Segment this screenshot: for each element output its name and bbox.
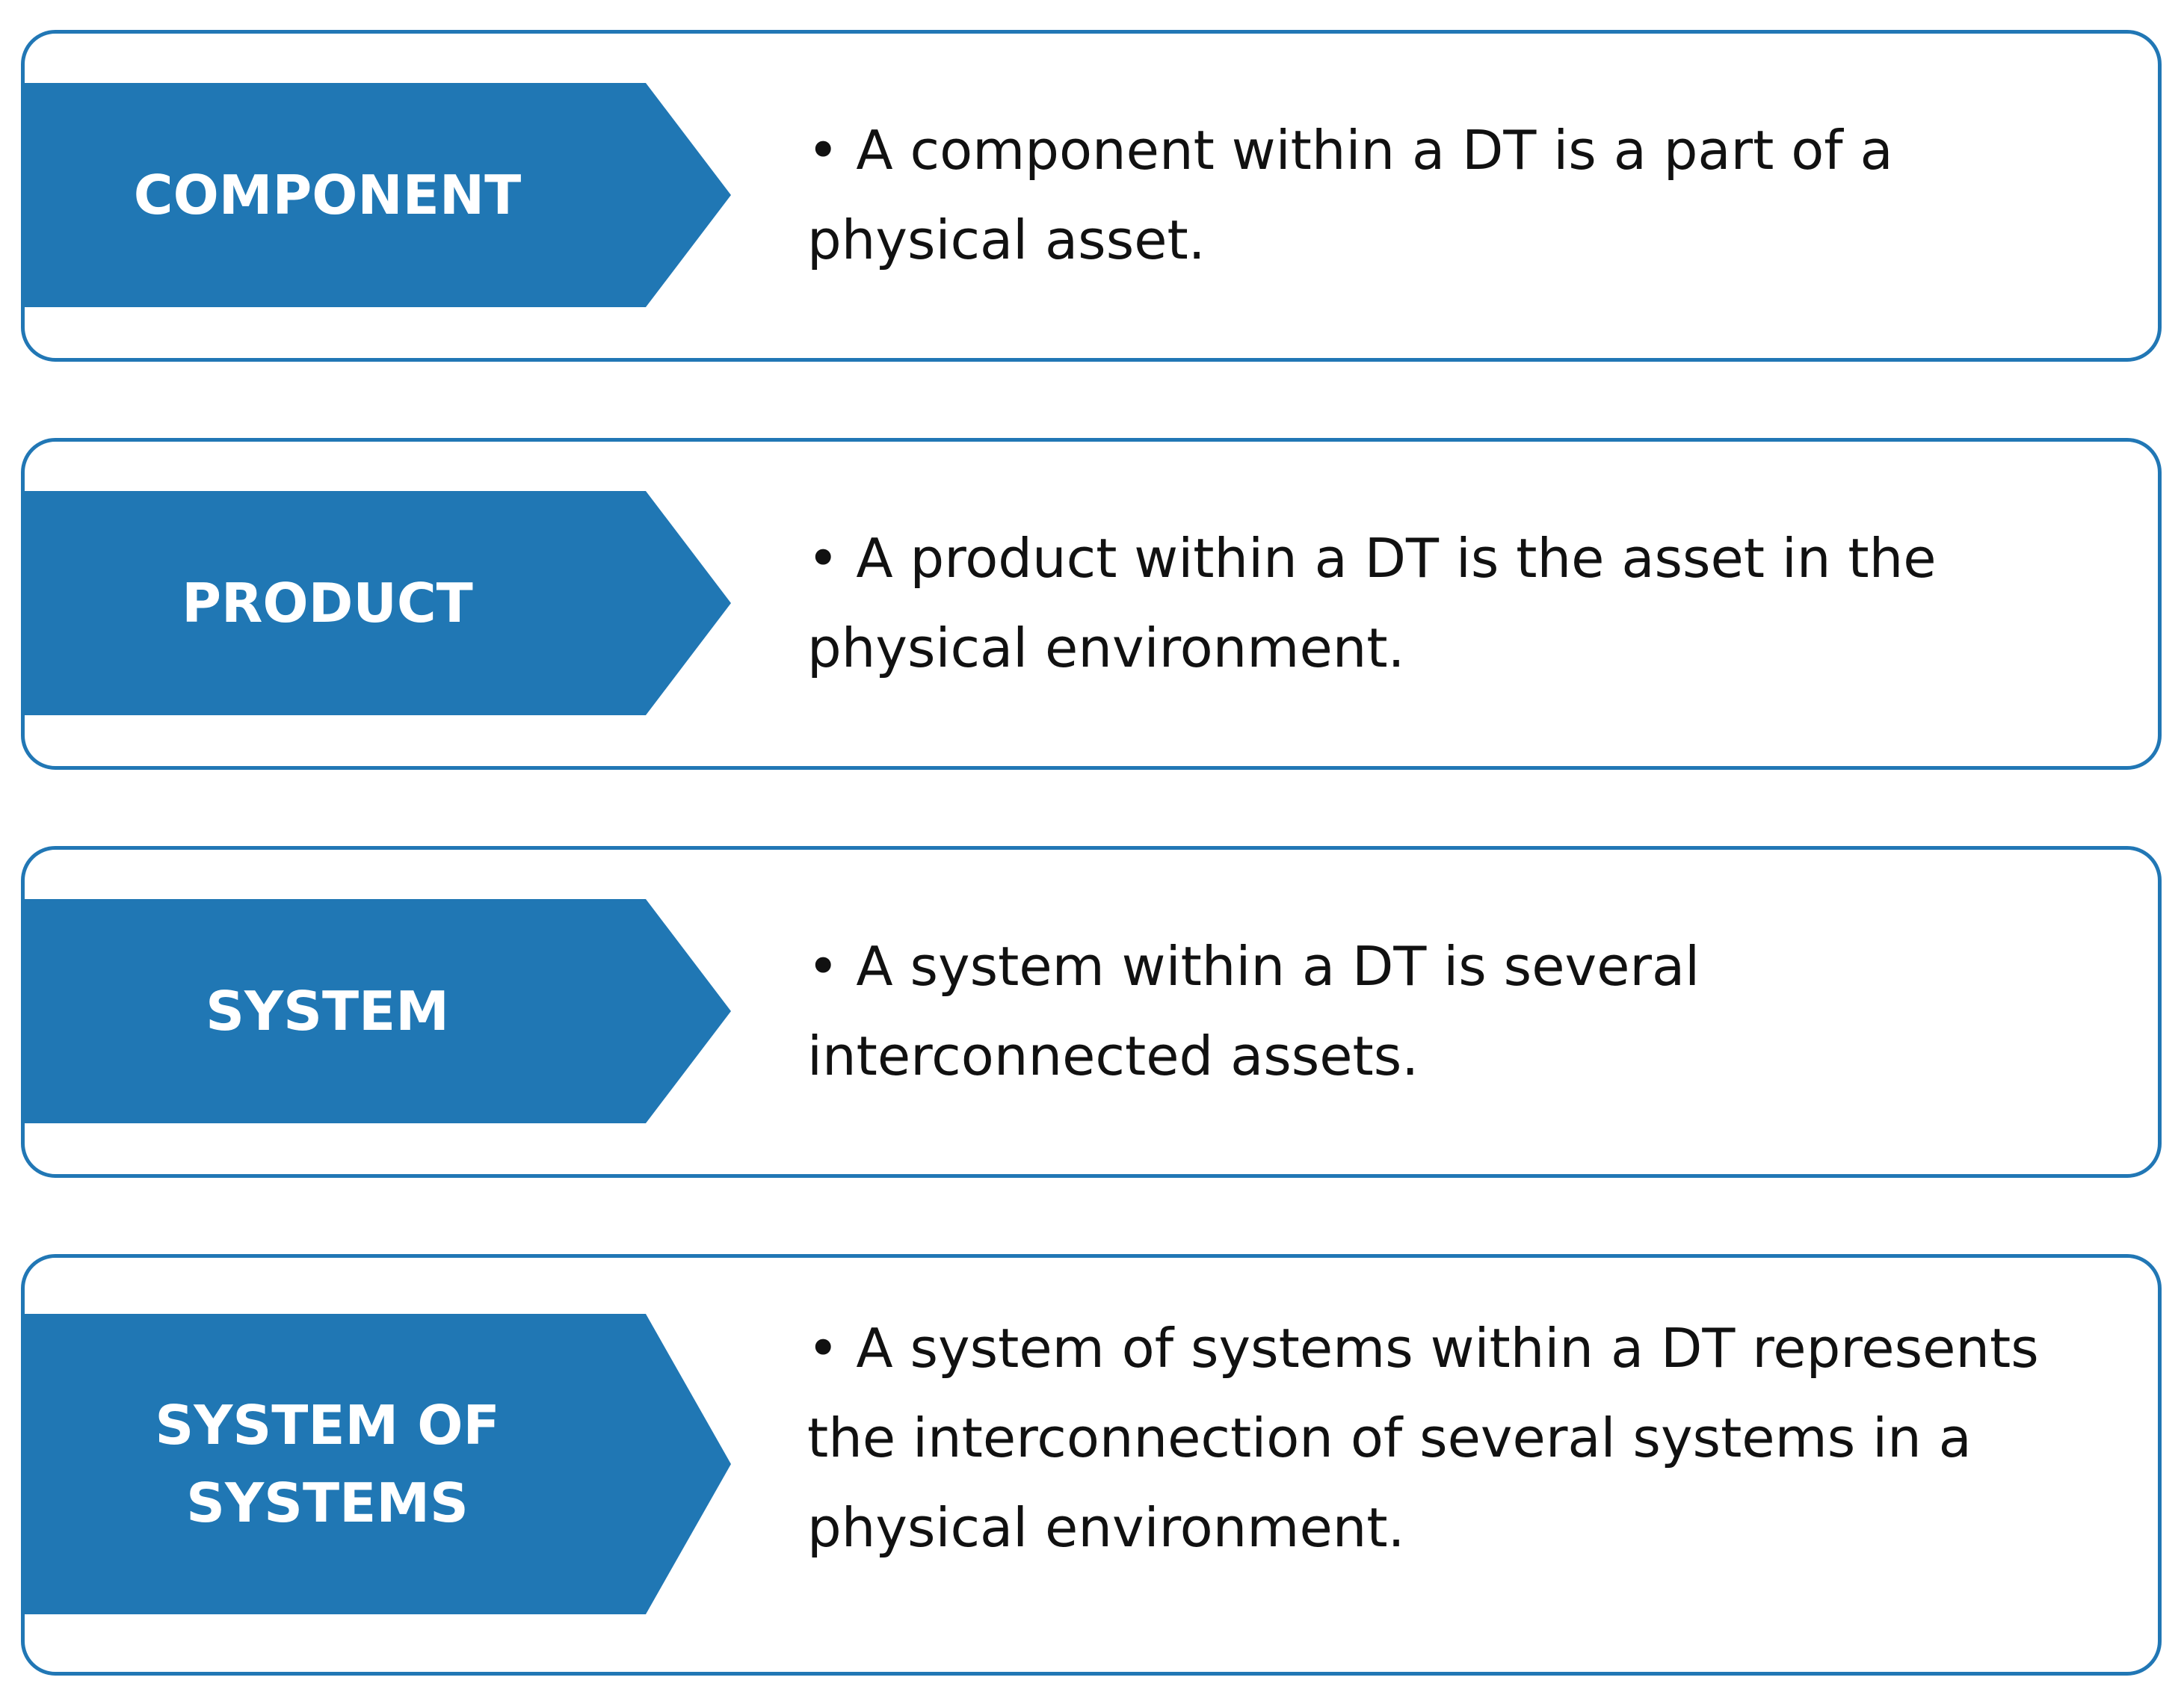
row-description: • A system within a DT is several interc… bbox=[807, 935, 1700, 1087]
chevron-system: SYSTEM bbox=[21, 899, 731, 1123]
row-system: SYSTEM • A system within a DT is several… bbox=[21, 846, 2162, 1178]
chevron-label: COMPONENT bbox=[133, 164, 522, 226]
chevron-product: PRODUCT bbox=[21, 491, 731, 715]
row-description: • A component within a DT is a part of a… bbox=[807, 119, 1893, 271]
chevron-label: PRODUCT bbox=[182, 572, 473, 635]
row-description: • A system of systems within a DT repres… bbox=[807, 1317, 2039, 1559]
row-system-of-systems: SYSTEM OF SYSTEMS • A system of systems … bbox=[21, 1254, 2162, 1676]
chevron-system-of-systems: SYSTEM OF SYSTEMS bbox=[21, 1314, 731, 1614]
chevron-component: COMPONENT bbox=[21, 83, 731, 307]
row-component: COMPONENT • A component within a DT is a… bbox=[21, 30, 2162, 362]
chevron-label: SYSTEM OF SYSTEMS bbox=[155, 1394, 500, 1534]
chevron-label: SYSTEM bbox=[206, 980, 449, 1043]
row-description: • A product within a DT is the asset in … bbox=[807, 527, 1937, 679]
row-product: PRODUCT • A product within a DT is the a… bbox=[21, 438, 2162, 770]
